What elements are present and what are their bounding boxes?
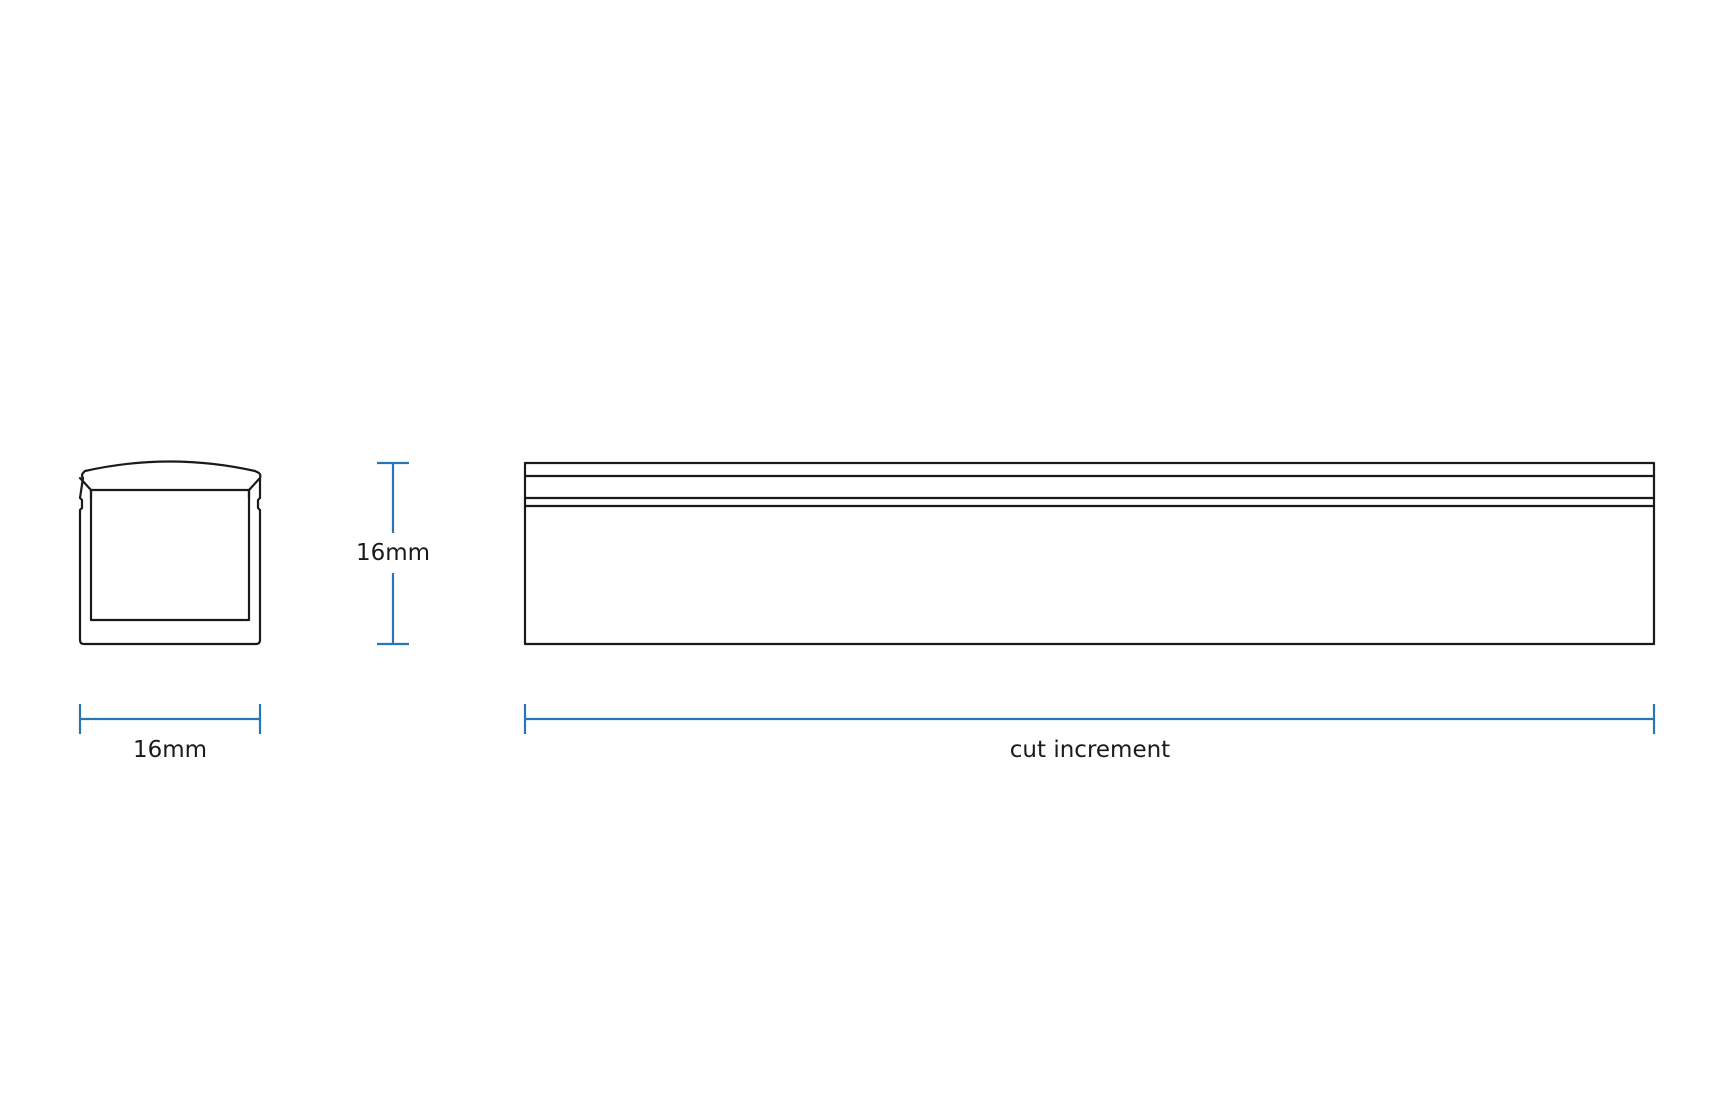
width-dimension [78, 704, 262, 734]
side-view-body [523, 461, 1656, 646]
cross-section-inner-channel [89, 488, 251, 622]
profile-cross-section [78, 460, 262, 646]
length-label: cut increment [1009, 737, 1171, 763]
cross-section-outer-shell [78, 460, 262, 646]
width-label: 16mm [132, 737, 208, 763]
height-dimension [377, 461, 409, 646]
height-label: 16mm [355, 540, 431, 566]
profile-side-view [523, 461, 1656, 646]
cross-section-diffuser-cap [78, 476, 262, 500]
length-dimension [523, 704, 1656, 734]
